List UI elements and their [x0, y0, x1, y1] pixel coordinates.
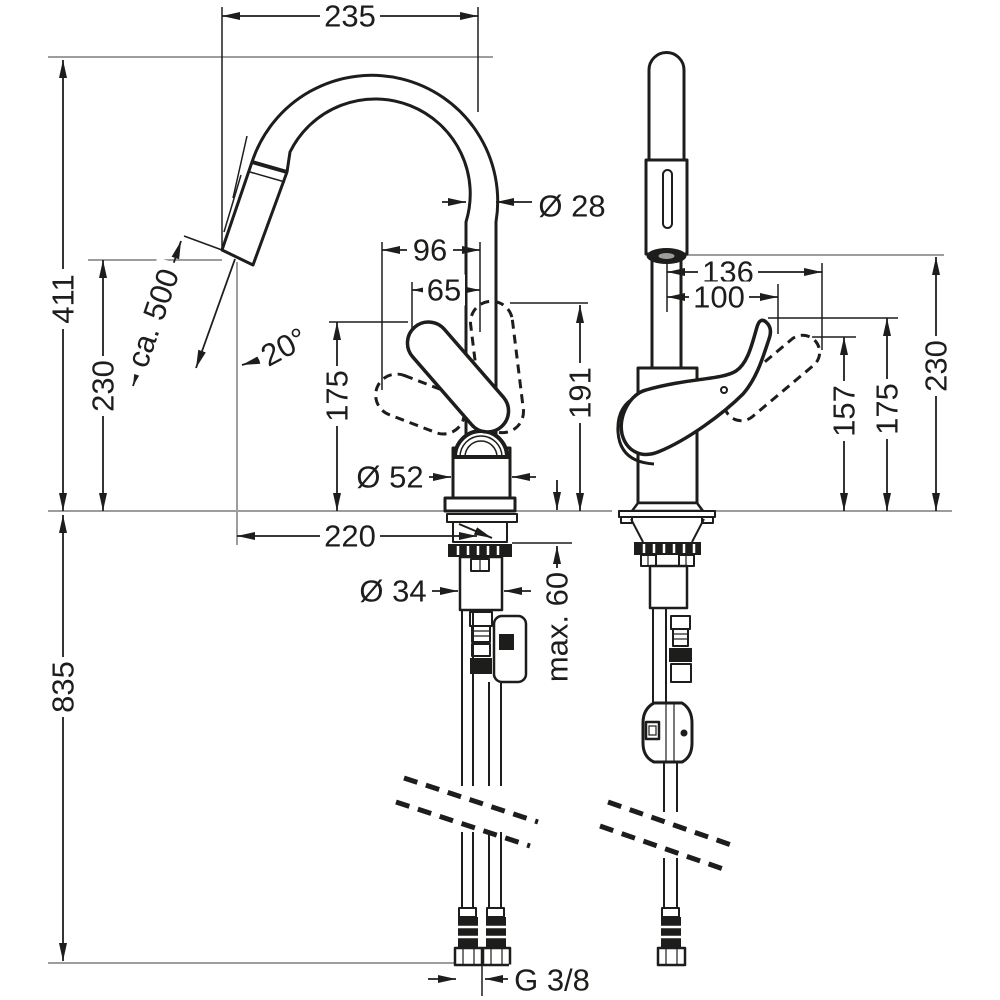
hose-fitting-mid — [471, 643, 491, 657]
dim-pullout-hose-length-label: ca. 500 — [120, 264, 186, 372]
mounting-nut — [448, 544, 512, 557]
side-hose-connector — [656, 907, 687, 967]
dim-handle-up-height: 175 — [870, 379, 905, 439]
dim-pullout-hose-length: ca. 500 — [119, 257, 187, 379]
dim-total-height-label: 411 — [46, 274, 81, 323]
hose-connector-left — [453, 907, 484, 967]
dim-handle-top-height-label: 191 — [563, 367, 598, 419]
dim-outlet-height-front: 230 — [86, 356, 121, 416]
dim-spout-tube-diameter-label: Ø 28 — [538, 189, 605, 224]
dim-handle-swing-width-label: 96 — [413, 233, 447, 268]
hose-weight — [641, 701, 694, 764]
spray-head-joint-line — [249, 171, 286, 183]
dim-handle-height-label: 175 — [320, 370, 355, 422]
dim-handle-swing-width: 96 — [407, 233, 453, 268]
side-spray-head — [644, 51, 689, 264]
dim-handle-reach-label: 100 — [693, 280, 745, 315]
dim-hose-length-below-deck: 835 — [46, 657, 81, 717]
dim-spout-reach-top: 235 — [320, 0, 380, 34]
weight-pin — [680, 729, 688, 737]
dimension-labels: 235 411 230 ca. 500 20° Ø 28 96 65 — [46, 0, 954, 998]
spout-sleeve-line — [232, 135, 248, 199]
side-pipe — [650, 260, 683, 368]
side-shank — [648, 564, 689, 610]
dim-handle-offset: 65 — [423, 273, 465, 308]
dim-connection-thread-label: G 3/8 — [514, 963, 590, 998]
side-hose-upper — [652, 608, 667, 703]
side-undercounter — [599, 510, 735, 967]
dim-body-diameter: Ø 52 — [351, 460, 429, 495]
dim-hose-length-below-deck-label: 835 — [46, 661, 81, 713]
break-mark — [403, 775, 539, 825]
front-undercounter — [395, 513, 539, 967]
spray-head-top — [647, 51, 686, 164]
hose-connector-right — [481, 907, 512, 967]
mounting-nut-knurling — [456, 546, 500, 555]
dim-outlet-height-front-label: 230 — [86, 360, 121, 412]
side-body-skirt — [630, 501, 705, 513]
spray-head-grip — [644, 158, 689, 256]
mounting-screw-arrow — [458, 523, 493, 539]
handle-dashed-side — [374, 372, 466, 436]
dim-spray-angle: 20° — [252, 320, 316, 374]
spray-outlet-center — [658, 253, 675, 259]
hose-fitting-dark — [470, 658, 492, 674]
base-lip — [618, 510, 716, 518]
handle-pin — [720, 386, 728, 394]
cartridge-dome — [452, 429, 510, 459]
break-mark — [395, 799, 531, 849]
dim-total-height: 411 — [46, 269, 81, 329]
dim-outlet-reach: 220 — [320, 519, 380, 554]
dim-handle-offset-label: 65 — [427, 273, 461, 308]
front-view — [183, 73, 539, 967]
weight-clip-hole — [644, 720, 661, 741]
break-mark — [607, 799, 735, 849]
dim-shank-diameter: Ø 34 — [354, 574, 432, 609]
spray-head-slot — [223, 174, 242, 233]
dim-max-deck-thickness-label: max. 60 — [540, 572, 575, 682]
spray-head-slot — [662, 169, 673, 229]
spray-head-joint-band — [251, 160, 288, 174]
dim-outlet-height-side-label: 230 — [919, 340, 954, 392]
dim-handle-up-height-label: 175 — [870, 383, 905, 435]
dim-max-deck-thickness: max. 60 — [540, 568, 575, 686]
side-handle-dashed — [722, 333, 822, 423]
dim-handle-top-height: 191 — [563, 363, 598, 423]
hose-fitting-threads — [471, 625, 491, 643]
dim-body-diameter-label: Ø 52 — [356, 460, 423, 495]
side-hose-lower — [663, 762, 678, 917]
dim-handle-down-height-label: 157 — [827, 385, 862, 437]
dim-outlet-reach-label: 220 — [324, 519, 376, 554]
mixer-base-flange — [443, 496, 517, 513]
extension-lines — [221, 7, 898, 996]
outlet-face-extension — [183, 235, 223, 251]
dim-connection-thread: G 3/8 — [509, 963, 595, 998]
dim-spout-reach-top-label: 235 — [324, 0, 376, 34]
handle-solid — [405, 320, 511, 434]
dim-shank-diameter-label: Ø 34 — [359, 574, 426, 609]
side-view — [599, 51, 822, 967]
dim-outlet-height-side: 230 — [919, 336, 954, 396]
spray-direction-line — [195, 258, 236, 369]
dim-handle-height: 175 — [320, 366, 355, 426]
dim-spout-tube-diameter: Ø 28 — [533, 189, 611, 224]
mounting-plate — [446, 513, 518, 523]
supply-hoses — [461, 610, 502, 917]
side-handle-solid — [619, 318, 773, 457]
dim-handle-down-height: 157 — [827, 381, 862, 441]
dim-handle-reach: 100 — [689, 280, 749, 315]
hose-guide-detail — [499, 634, 514, 650]
